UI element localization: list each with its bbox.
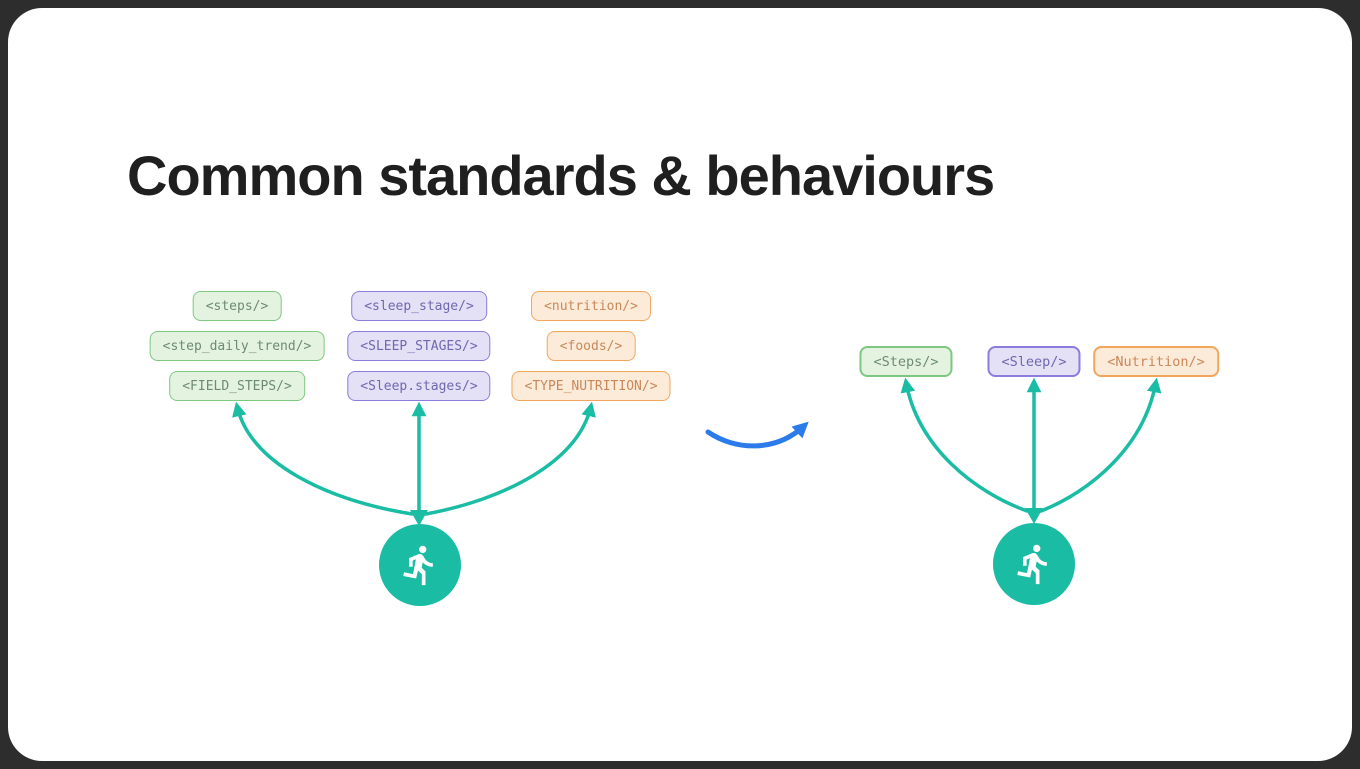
tag-type-nutrition: <TYPE_NUTRITION/>	[511, 371, 671, 401]
running-person-icon	[1017, 544, 1047, 585]
user-node-right	[993, 523, 1075, 605]
tag-foods: <foods/>	[546, 331, 636, 361]
tag-sleep-stage: <sleep_stage/>	[351, 291, 487, 321]
tag-sleep-stages: <SLEEP_STAGES/>	[347, 331, 491, 361]
slide-title: Common standards & behaviours	[127, 143, 995, 207]
tag-standard-steps: <Steps/>	[859, 346, 953, 377]
tag-step-daily-trend: <step_daily_trend/>	[149, 331, 325, 361]
tag-nutrition: <nutrition/>	[531, 291, 651, 321]
tag-standard-sleep: <Sleep/>	[987, 346, 1081, 377]
user-node-left	[379, 524, 461, 606]
tag-steps: <steps/>	[192, 291, 282, 321]
tag-sleep-dot-stages: <Sleep.stages/>	[347, 371, 491, 401]
tag-standard-nutrition: <Nutrition/>	[1093, 346, 1219, 377]
right-converging-arrows	[900, 377, 1162, 524]
right-convergence-arrowhead	[1025, 508, 1043, 524]
running-person-icon	[403, 545, 433, 586]
tag-field-steps: <FIELD_STEPS/>	[169, 371, 305, 401]
blue-curved-arrow-icon	[705, 421, 809, 449]
slide-canvas: Common standards & behaviours	[8, 8, 1352, 761]
left-converging-arrows	[232, 401, 596, 526]
